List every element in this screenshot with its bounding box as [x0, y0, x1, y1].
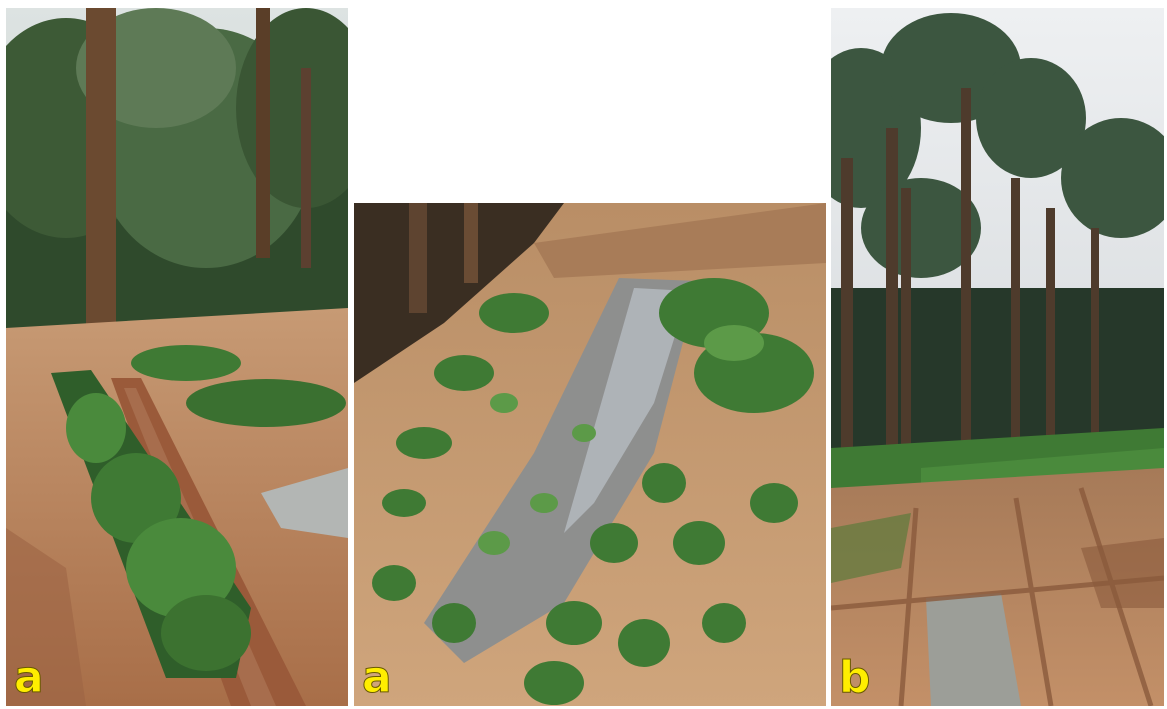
panel-label: b: [839, 652, 871, 703]
photo-flooded-seedling-plot: [354, 203, 826, 706]
photo-panel-right: b: [831, 8, 1164, 706]
panel-label: a: [362, 652, 393, 703]
photo-palm-basin-plots: [831, 8, 1164, 706]
photo-panel-middle: a: [354, 203, 826, 706]
photo-panel-left: a: [6, 8, 348, 706]
photo-palm-garden-row: [6, 8, 348, 706]
panel-label: a: [14, 652, 45, 703]
